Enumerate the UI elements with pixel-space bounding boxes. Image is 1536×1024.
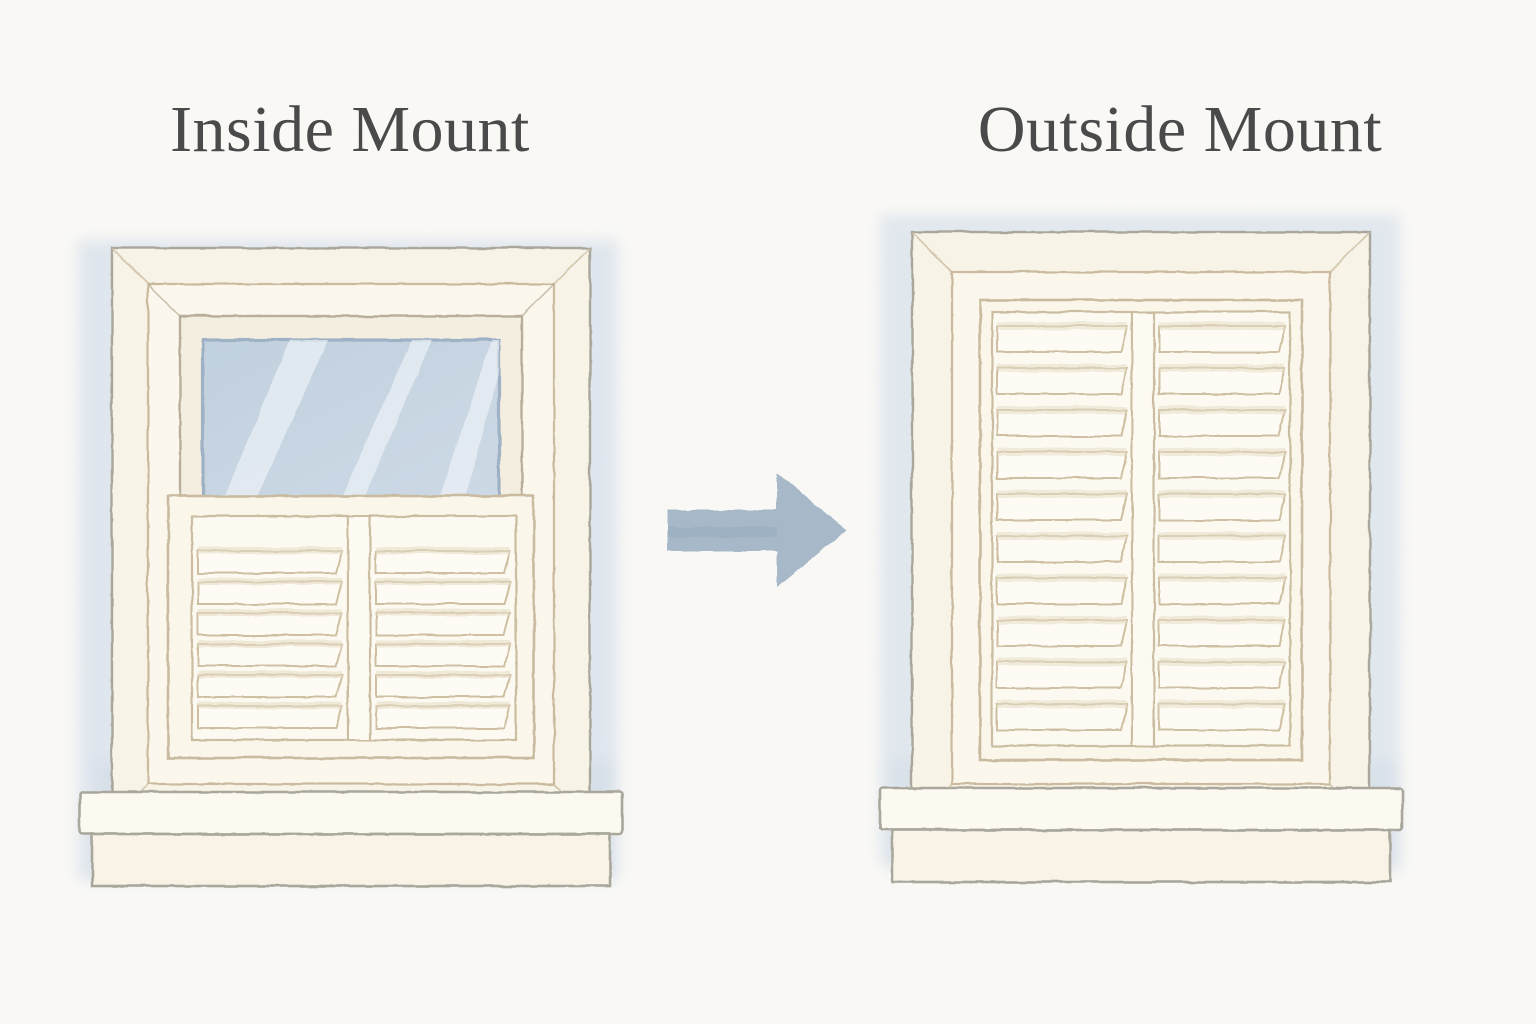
louver-group-right [375, 547, 512, 729]
louver-group-right [1158, 322, 1287, 731]
louver-group-left [197, 547, 344, 729]
shutter-assembly [978, 298, 1304, 762]
center-stile [347, 515, 371, 741]
shutter-right-panel [1152, 310, 1292, 748]
shutter-right-panel [368, 514, 518, 742]
heading-inside-mount: Inside Mount [170, 93, 530, 166]
right-arrow-icon [655, 455, 875, 605]
shutter-left-panel [990, 310, 1134, 748]
outside-mount-window [840, 160, 1480, 920]
inside-mount-window [40, 200, 660, 920]
center-stile [1131, 311, 1155, 747]
window-sill [878, 786, 1404, 884]
glass-pane [201, 338, 501, 504]
window-sill [78, 790, 624, 888]
shutter-assembly [166, 494, 536, 760]
louver-group-left [996, 322, 1129, 731]
shutter-left-panel [190, 514, 350, 742]
heading-outside-mount: Outside Mount [977, 93, 1383, 166]
